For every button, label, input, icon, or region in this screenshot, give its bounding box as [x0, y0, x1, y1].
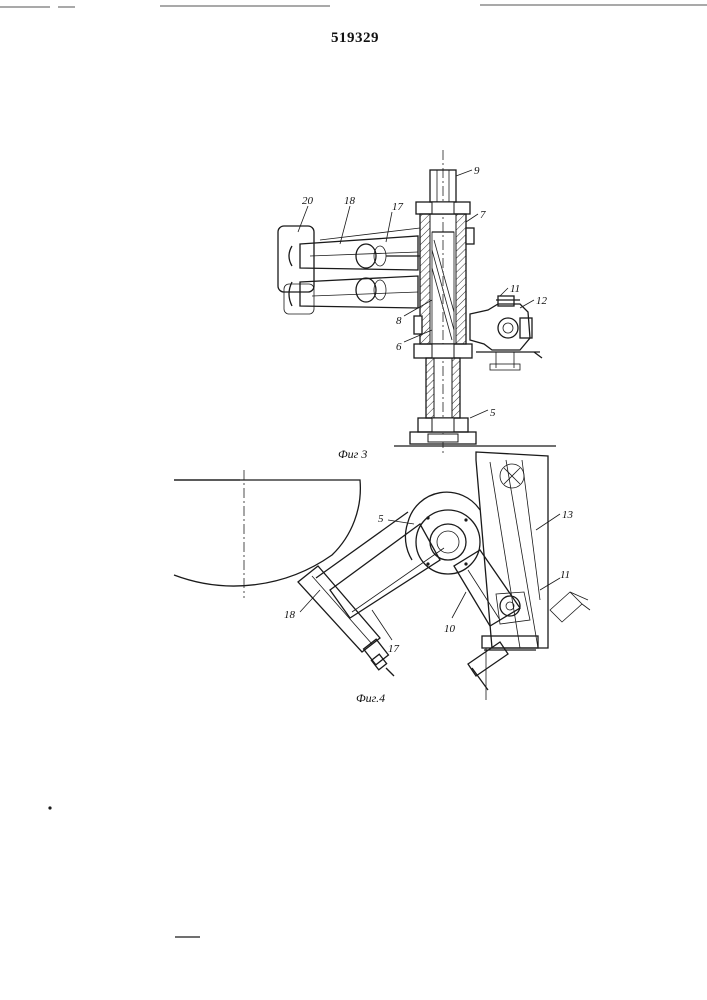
fig4-label-5: 5 — [378, 513, 384, 525]
fig4-label-11: 11 — [560, 569, 570, 581]
fig3-label-7: 7 — [480, 209, 486, 221]
figure-3: 9 7 20 18 17 11 12 8 6 5 Фиг 3 — [278, 150, 556, 461]
figure-4: 5 13 11 18 17 10 Фиг.4 — [174, 452, 590, 705]
fig3-caption: Фиг 3 — [338, 447, 367, 461]
fig3-label-18: 18 — [344, 195, 356, 207]
fig4-label-13: 13 — [562, 509, 574, 521]
fig4-caption: Фиг.4 — [356, 691, 385, 705]
fig4-label-10: 10 — [444, 623, 456, 635]
fig4-label-18: 18 — [284, 609, 296, 621]
fig3-label-17: 17 — [392, 201, 404, 213]
sheet-border-marks — [0, 5, 707, 937]
fig4-label-17: 17 — [388, 643, 400, 655]
fig3-label-9: 9 — [474, 165, 480, 177]
fig3-label-5: 5 — [490, 407, 496, 419]
fig3-label-6: 6 — [396, 341, 402, 353]
fig3-label-8: 8 — [396, 315, 402, 327]
fig3-label-20: 20 — [302, 195, 314, 207]
fig3-label-11: 11 — [510, 283, 520, 295]
fig3-label-12: 12 — [536, 295, 548, 307]
